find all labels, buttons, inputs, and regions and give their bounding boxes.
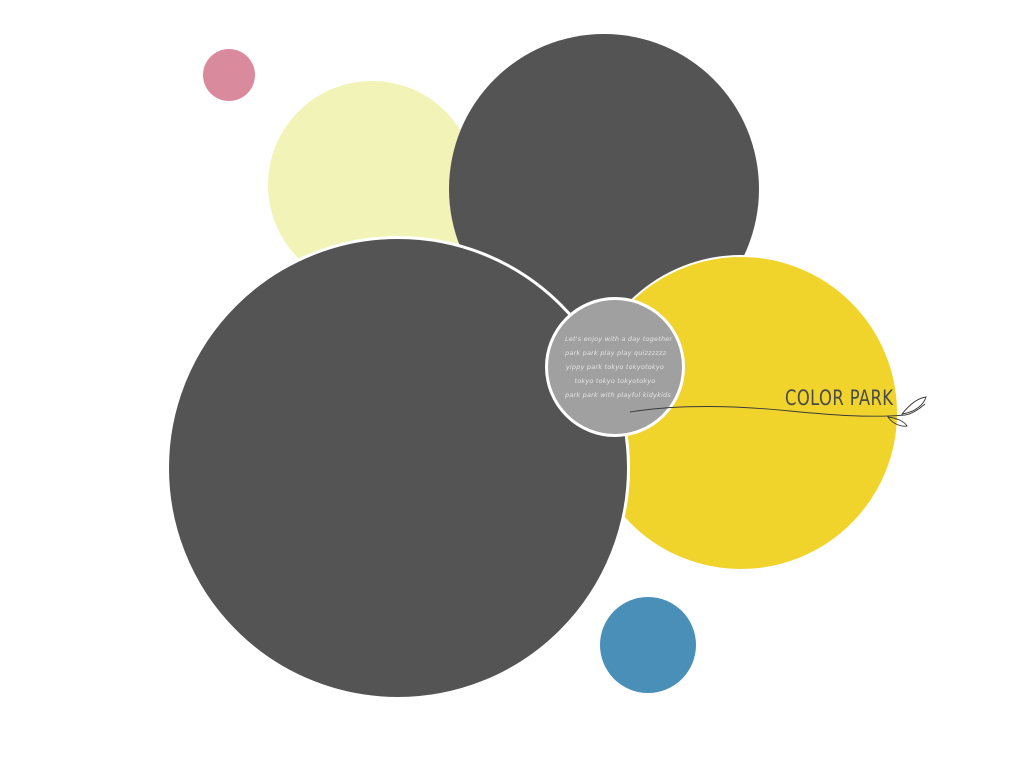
center-text-line: park park play play quizzzzzz bbox=[565, 349, 667, 357]
small-pink-circle bbox=[203, 49, 255, 101]
center-text-line: yippy park tokyo tokyotokyo bbox=[565, 363, 665, 371]
brand-title: COLOR PARK bbox=[785, 386, 894, 410]
center-text-line: tokyo tokyo tokyotokyo bbox=[574, 377, 656, 385]
large-dark-circle bbox=[166, 236, 630, 700]
center-text-line: park park with playful kidykids bbox=[565, 391, 671, 399]
flourish-leaf-lower bbox=[887, 416, 908, 427]
center-text-line: Let's enjoy with a day together bbox=[565, 335, 673, 343]
small-blue-circle bbox=[600, 597, 696, 693]
center-grey-circle: Let's enjoy with a day together park par… bbox=[545, 297, 685, 437]
leaf-flourish-icon bbox=[629, 396, 927, 427]
flourish-leaf-upper bbox=[900, 396, 927, 415]
center-text: Let's enjoy with a day together park par… bbox=[565, 332, 673, 402]
flourish-line bbox=[629, 403, 926, 417]
